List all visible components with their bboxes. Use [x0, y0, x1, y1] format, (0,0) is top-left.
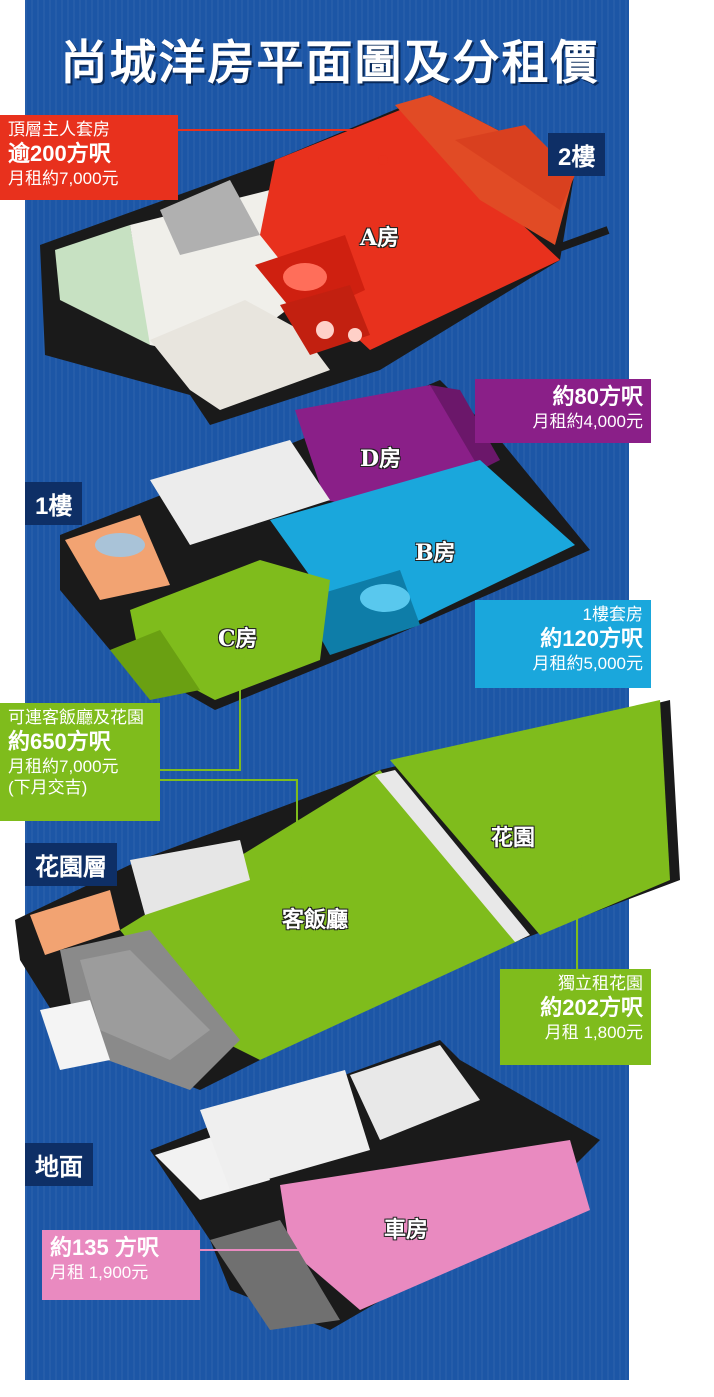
room-label-b: B房 [415, 540, 456, 566]
callout-c-area: 約650方呎 [8, 729, 111, 755]
room-label-garden: 花園 [491, 825, 536, 851]
callout-d-area: 約80方呎 [552, 384, 643, 409]
floor-label-ground: 地面 [25, 1143, 93, 1186]
callout-room-b: 1樓套房 約120方呎 月租約5,000元 [475, 600, 651, 688]
leader-a [178, 129, 384, 160]
page-title: 尚城洋房平面圖及分租價 [60, 36, 600, 91]
callout-room-c: 可連客飯廳及花園 約650方呎 月租約7,000元 (下月交吉) [0, 703, 160, 821]
room-label-c: C房 [218, 626, 258, 652]
floor-label-2f: 2樓 [548, 133, 606, 176]
callout-garden-desc: 獨立租花園 [558, 974, 643, 993]
floor1-plan [60, 380, 590, 710]
callout-a-area: 逾200方呎 [8, 141, 111, 167]
leader-a-dot [378, 155, 388, 165]
callout-room-a: 頂層主人套房 逾200方呎 月租約7,000元 [0, 115, 178, 200]
callout-b-rent: 月租約5,000元 [532, 653, 643, 673]
callout-b-area: 約120方呎 [540, 626, 643, 652]
callout-c-rent: 月租約7,000元 [8, 756, 119, 776]
leader-garage-dot [367, 1245, 377, 1255]
room-label-d: D房 [360, 446, 402, 472]
garden-floor-plan [15, 700, 680, 1090]
ground-floor-plan [150, 1040, 600, 1330]
room-label-garage: 車房 [384, 1217, 429, 1243]
callout-d-rent: 月租約4,000元 [532, 411, 643, 431]
floor-label-garden: 花園層 [25, 843, 117, 886]
floor2-plan [40, 95, 610, 425]
room-label-a: A房 [360, 225, 400, 251]
room-label-living: 客飯廳 [282, 907, 349, 933]
callout-garden: 獨立租花園 約202方呎 月租 1,800元 [500, 969, 651, 1065]
callout-a-rent: 月租約7,000元 [8, 168, 119, 188]
callout-garage-area: 約135 方呎 [50, 1235, 159, 1260]
callout-room-d: 約80方呎 月租約4,000元 [475, 379, 651, 443]
leader-c-dot-room [235, 655, 245, 665]
callout-c-desc: 可連客飯廳及花園 [8, 708, 144, 727]
callout-garden-area: 約202方呎 [540, 995, 643, 1021]
callout-a-desc: 頂層主人套房 [8, 120, 110, 139]
leader-c-dot-living [292, 875, 302, 885]
leader-garden-dot [572, 863, 582, 873]
callout-garage: 約135 方呎 月租 1,900元 [42, 1230, 200, 1300]
leader-c [160, 660, 298, 880]
callout-c-note: (下月交吉) [8, 778, 88, 797]
floor-label-1f: 1樓 [25, 482, 83, 525]
callout-garage-rent: 月租 1,900元 [50, 1262, 149, 1282]
callout-b-desc: 1樓套房 [582, 605, 643, 624]
callout-garden-rent: 月租 1,800元 [544, 1022, 643, 1042]
